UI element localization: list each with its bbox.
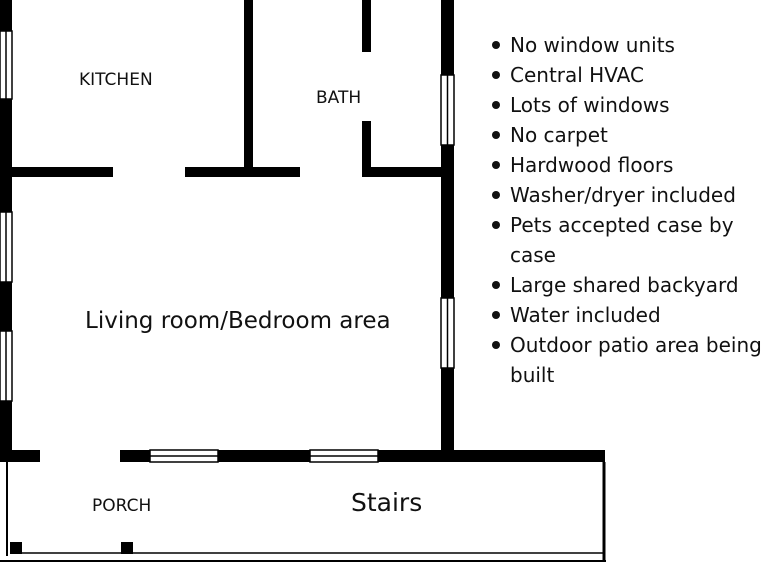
- feature-item: Outdoor patio area being built: [490, 330, 768, 390]
- right-wall: [441, 0, 454, 450]
- feature-item: Hardwood floors: [490, 150, 768, 180]
- porch-post-left: [10, 542, 22, 554]
- living-bottom-wall-3: [218, 450, 310, 462]
- porch-outline: [0, 462, 606, 562]
- feature-item: No carpet: [490, 120, 768, 150]
- kitchen-label: KITCHEN: [79, 70, 153, 90]
- feature-item: Central HVAC: [490, 60, 768, 90]
- features-list: No window units Central HVAC Lots of win…: [490, 30, 768, 390]
- windows: [0, 30, 455, 463]
- living-bottom-wall-4: [378, 450, 605, 462]
- feature-item: Lots of windows: [490, 90, 768, 120]
- porch-post-mid: [121, 542, 133, 554]
- feature-item: Large shared backyard: [490, 270, 768, 300]
- bath-door-jamb-bottom: [362, 121, 371, 176]
- bath-door-jamb-top: [362, 0, 371, 52]
- window-bath-right: [440, 74, 455, 146]
- feature-item: Water included: [490, 300, 768, 330]
- living-bottom-wall-1: [0, 450, 40, 462]
- window-bottom-right: [309, 449, 379, 463]
- porch-label: PORCH: [92, 496, 152, 516]
- window-living-left-upper: [0, 211, 13, 283]
- living-bottom-wall-2: [120, 450, 150, 462]
- window-living-left-lower: [0, 330, 13, 402]
- window-living-right: [440, 297, 455, 369]
- feature-item: Pets accepted case by case: [490, 210, 768, 270]
- feature-item: No window units: [490, 30, 768, 60]
- interior-wall-mid: [185, 167, 300, 177]
- window-kitchen-left: [0, 30, 13, 100]
- bath-label: BATH: [316, 88, 362, 108]
- window-bottom-left: [149, 449, 219, 463]
- interior-wall-left: [0, 167, 113, 177]
- stairs-label: Stairs: [351, 488, 423, 517]
- living-room-label: Living room/Bedroom area: [85, 308, 391, 334]
- interior-wall-right: [362, 167, 454, 177]
- kitchen-bath-wall: [244, 0, 253, 176]
- feature-item: Washer/dryer included: [490, 180, 768, 210]
